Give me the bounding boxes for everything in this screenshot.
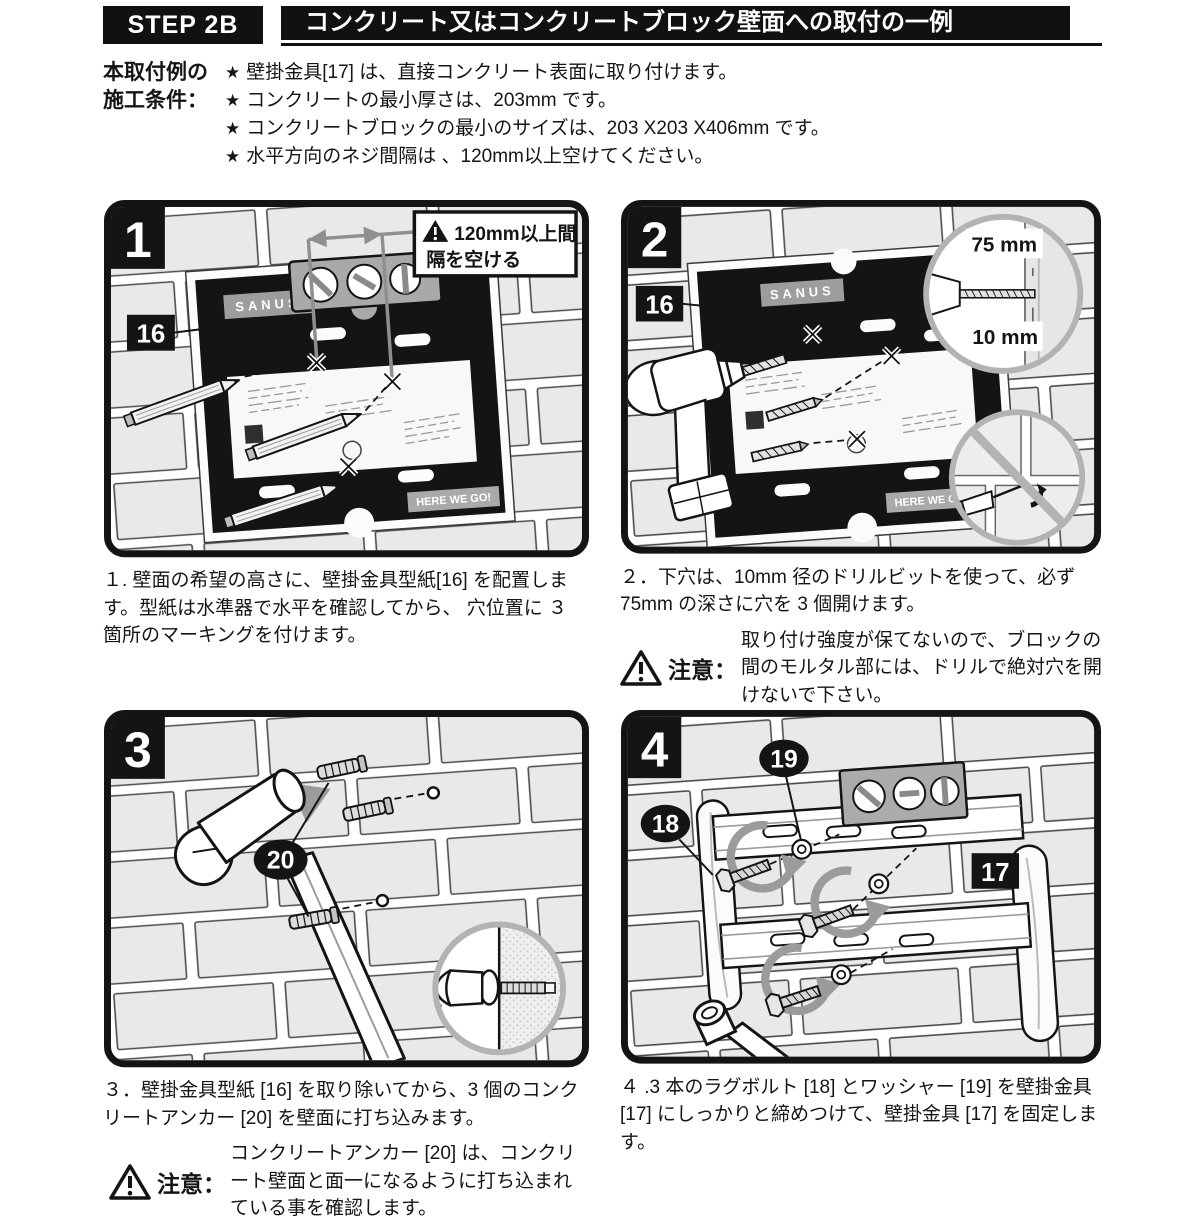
warning-note: 注意： コンクリートアンカー [20] は、コンクリート壁面と面一になるように打… xyxy=(103,1140,590,1223)
lag-bolt-icon xyxy=(714,858,772,893)
step-4-caption: ４ .3 本のラグボルト [18] とワッシャー [19] を壁掛金具 [17]… xyxy=(620,1076,1098,1153)
caption-zone: ４ .3 本のラグボルト [18] とワッシャー [19] を壁掛金具 [17]… xyxy=(620,1065,1102,1215)
panel-number-badge xyxy=(627,206,682,269)
caution-text: コンクリートアンカー [20] は、コンクリート壁面と面一になるように打ち込まれ… xyxy=(230,1143,576,1220)
concrete-anchor-icon xyxy=(342,786,441,822)
qr-code-icon xyxy=(244,424,264,444)
level-tool xyxy=(838,761,969,827)
warning-triangle-icon xyxy=(422,219,449,242)
warning-triangle-icon xyxy=(620,650,662,686)
page-title: コンクリート又はコンクリートブロック壁面への取付の一例 xyxy=(281,6,1070,40)
brand-logo: SANUS xyxy=(769,283,835,302)
step-3-cell: 20 xyxy=(103,709,590,1223)
svg-text:20: 20 xyxy=(267,847,295,875)
level-tool xyxy=(287,250,443,322)
concrete-anchor-icon xyxy=(316,754,368,780)
hammer-icon xyxy=(173,768,406,1061)
star-bullet-icon: ★ xyxy=(225,91,241,110)
bit-diameter-label: 10 mm xyxy=(972,326,1038,349)
step-2-caption: ２．下穴は、10mm 径のドリルビットを使って、必ず 75mm の深さに穴を 3… xyxy=(620,566,1076,616)
washer-icon xyxy=(791,838,813,860)
anchor-flush-inset xyxy=(432,921,567,1056)
part-label-16: 16 xyxy=(635,285,743,322)
warning-triangle-icon xyxy=(109,1163,151,1200)
caption-zone: ２．下穴は、10mm 径のドリルビットを使って、必ず 75mm の深さに穴を 3… xyxy=(620,555,1102,710)
conditions-list: ★壁掛金具[17] は、直接コンクリート表面に取り付けます。 ★コンクリートの最… xyxy=(225,59,1102,171)
caution-text: 取り付け強度が保てないので、ブロックの間のモルタル部には、ドリルで絶対穴を開けな… xyxy=(741,629,1103,706)
no-mortar-drilling-inset xyxy=(948,409,1086,546)
step-1-caption: １. 壁面の希望の高さに、壁掛金具型紙[16] を配置します。型紙は水準器で水平… xyxy=(103,570,568,647)
pencil-icon xyxy=(222,470,350,530)
step-2-cell: SANUS xyxy=(620,199,1102,709)
svg-text:120mm以上間: 120mm以上間 xyxy=(454,223,576,245)
part-label-20: 20 xyxy=(253,782,330,918)
qr-code-icon xyxy=(745,410,765,430)
svg-text:16: 16 xyxy=(136,321,165,349)
washer-icon xyxy=(830,964,852,986)
star-bullet-icon: ★ xyxy=(225,63,241,82)
panel-2-illustration: SANUS xyxy=(620,199,1102,554)
panel-4-illustration: 19 18 17 4 xyxy=(620,710,1102,1064)
step-1-cell: SANUS xyxy=(103,199,590,709)
caption-zone: １. 壁面の希望の高さに、壁掛金具型紙[16] を配置します。型紙は水準器で水平… xyxy=(103,558,590,708)
socket-wrench-icon xyxy=(692,999,818,1057)
concrete-anchor-icon xyxy=(288,893,390,930)
part-label-19: 19 xyxy=(759,739,809,840)
svg-text:1: 1 xyxy=(124,212,152,268)
star-bullet-icon: ★ xyxy=(225,119,241,138)
part-label-18: 18 xyxy=(640,804,714,876)
step-label: STEP 2B xyxy=(103,6,263,44)
title-rule: コンクリート又はコンクリートブロック壁面への取付の一例 xyxy=(281,6,1102,46)
hole-marks xyxy=(306,352,403,477)
wall-template-16: SANUS xyxy=(184,249,516,544)
drill-bit-icon xyxy=(765,360,884,422)
panel-number-badge xyxy=(110,717,165,779)
washer-icon xyxy=(868,873,890,895)
caution-label: 注意： xyxy=(668,656,737,683)
part-label-16: 16 xyxy=(126,314,245,351)
panel-3-illustration: 20 xyxy=(104,710,589,1068)
hole-marks xyxy=(802,324,902,449)
caution-label: 注意： xyxy=(157,1170,226,1197)
svg-text:3: 3 xyxy=(124,722,152,778)
svg-text:17: 17 xyxy=(981,859,1010,887)
svg-text:18: 18 xyxy=(652,812,679,839)
condition-item: ★水平方向のネジ間隔は 、120mm以上空けてください。 xyxy=(225,146,714,167)
svg-text:16: 16 xyxy=(645,292,674,320)
template-tagline: HERE WE GO! xyxy=(894,492,969,509)
panel-number-badge xyxy=(627,716,682,779)
template-instruction-sheet xyxy=(728,348,979,474)
svg-text:19: 19 xyxy=(770,746,797,773)
step-3-caption: ３．壁掛金具型紙 [16] を取り除いてから、3 個のコンクリートアンカー [2… xyxy=(103,1080,579,1129)
install-conditions: 本取付例の 施工条件： ★壁掛金具[17] は、直接コンクリート表面に取り付けま… xyxy=(103,59,1102,171)
spacing-callout: 120mm以上間 隔を空ける xyxy=(412,210,578,278)
depth-label: 75 mm xyxy=(971,233,1037,256)
panel-grid: SANUS xyxy=(103,199,1102,1223)
lag-bolt-icon xyxy=(797,904,855,939)
lag-bolt-icon xyxy=(764,984,822,1018)
drill-bit-icon xyxy=(750,439,850,463)
panel-number-badge xyxy=(110,206,165,269)
panel-1-illustration: SANUS xyxy=(104,199,589,558)
svg-text:2: 2 xyxy=(641,212,668,267)
warning-note: 注意： 取り付け強度が保てないので、ブロックの間のモルタル部には、ドリルで絶対穴… xyxy=(620,627,1102,710)
condition-item: ★コンクリートブロックの最小のサイズは、203 X203 X406mm です。 xyxy=(225,118,830,139)
condition-item: ★コンクリートの最小厚さは、203mm です。 xyxy=(225,90,617,111)
pencil-icon xyxy=(122,363,307,428)
step-4-cell: 19 18 17 4 ４ .3 本のラグボ xyxy=(620,709,1102,1223)
drill-icon xyxy=(627,340,807,522)
drill-depth-inset: 75 mm 10 mm xyxy=(923,213,1084,374)
condition-item: ★壁掛金具[17] は、直接コンクリート表面に取り付けます。 xyxy=(225,62,738,83)
svg-text:隔を空ける: 隔を空ける xyxy=(426,248,521,271)
conditions-label: 本取付例の 施工条件： xyxy=(103,61,208,112)
template-tagline: HERE WE GO! xyxy=(416,492,492,509)
part-label-17: 17 xyxy=(971,853,1020,889)
header: STEP 2B コンクリート又はコンクリートブロック壁面への取付の一例 xyxy=(103,6,1102,46)
svg-text:4: 4 xyxy=(641,722,669,777)
brand-logo: SANUS xyxy=(235,295,301,315)
star-bullet-icon: ★ xyxy=(225,147,241,166)
pencil-icon xyxy=(244,386,388,462)
